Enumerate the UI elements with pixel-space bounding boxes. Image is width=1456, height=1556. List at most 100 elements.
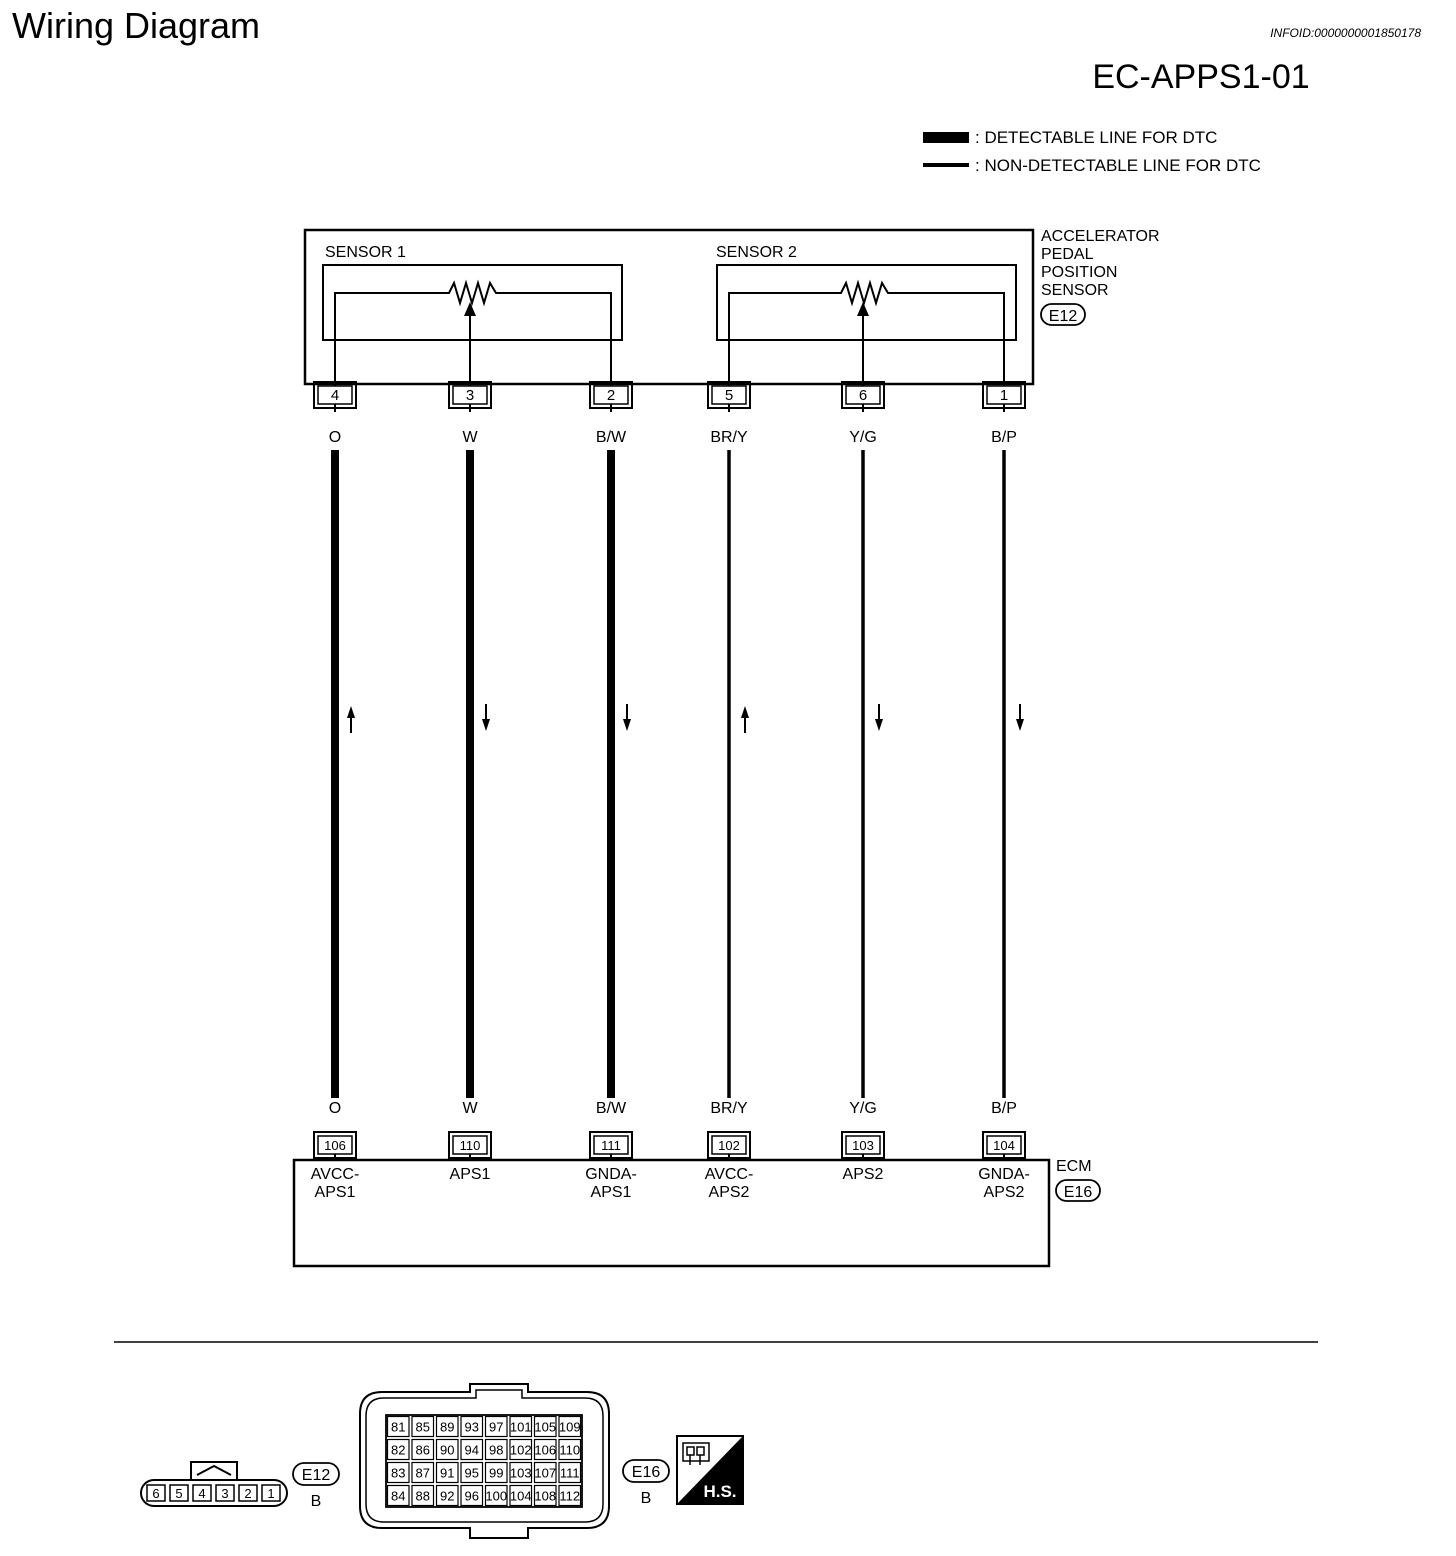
ecm-pin-terminal: 102 xyxy=(707,1131,751,1159)
ecm-pin-terminal-outer xyxy=(448,1131,492,1159)
e12-pin-number: 1 xyxy=(267,1486,274,1501)
sensor-1-box xyxy=(322,264,623,341)
sensor-1-wiper-arrow xyxy=(464,302,476,316)
sensor-name-line-3: POSITION xyxy=(1041,264,1117,281)
wire-color-top: O xyxy=(329,429,341,446)
e16-pin-number: 103 xyxy=(510,1466,532,1481)
legend-detectable: : DETECTABLE LINE FOR DTC xyxy=(975,128,1217,147)
page-title: Wiring Diagram xyxy=(12,5,260,46)
e16-pin-cell xyxy=(435,1484,459,1507)
e16-pin-number: 101 xyxy=(510,1420,532,1435)
e16-pin-cell xyxy=(509,1438,533,1461)
ecm-pin-terminal-outer xyxy=(841,1131,885,1159)
hs-badge-text: H.S. xyxy=(703,1482,736,1501)
e16-pin-number: 102 xyxy=(510,1443,532,1458)
e16-pin-number: 90 xyxy=(440,1443,454,1458)
harness-side-badge: H.S. xyxy=(676,1435,744,1505)
e12-pin-cell xyxy=(146,1484,166,1502)
ecm-signal-name: APS1 xyxy=(450,1166,491,1183)
e12-color-code: B xyxy=(311,1493,322,1510)
ecm-pin-terminal-outer xyxy=(982,1131,1026,1159)
e16-pin-cell xyxy=(386,1484,410,1507)
sensor-pin-terminal-inner xyxy=(317,385,353,405)
sensor-unit-name: ACCELERATOR PEDAL POSITION SENSOR xyxy=(1041,228,1160,299)
e12-pin-number: 3 xyxy=(221,1486,228,1501)
arrow-up-icon xyxy=(741,706,749,733)
sensor-pin-terminal-outer xyxy=(707,381,751,409)
e16-pin-cell xyxy=(435,1415,459,1438)
sensor-2: SENSOR 2 xyxy=(716,244,1017,398)
detectable-line-swatch xyxy=(923,132,969,143)
ecm-pin-terminal-number: 111 xyxy=(601,1138,621,1153)
e12-latch xyxy=(190,1461,238,1480)
e16-pin-grid-frame xyxy=(385,1414,583,1508)
e16-tag-label: E16 xyxy=(632,1464,661,1481)
e16-pin-cell xyxy=(386,1438,410,1461)
sensor-pin-terminal-number: 1 xyxy=(1000,387,1008,404)
sensor-pin-terminal-outer xyxy=(589,381,633,409)
e16-pin-number: 95 xyxy=(465,1466,479,1481)
e12-tag: E12 xyxy=(292,1462,340,1486)
e16-color-code: B xyxy=(641,1490,652,1507)
sensor-pin-terminal-number: 2 xyxy=(607,387,615,404)
e16-pin-number: 84 xyxy=(391,1489,405,1504)
hs-badge-dark-half xyxy=(677,1436,743,1504)
ecm-connector-tag: E16 xyxy=(1055,1179,1101,1202)
e12-pin-number: 2 xyxy=(244,1486,251,1501)
arrow-down-icon xyxy=(482,704,490,731)
ecm-pin-terminal-inner xyxy=(986,1135,1022,1155)
e16-pin-cell xyxy=(411,1438,435,1461)
sensor-pin-terminal: 1 xyxy=(982,381,1026,409)
e16-pin-number: 92 xyxy=(440,1489,454,1504)
ecm-signal-name: AVCC- xyxy=(311,1166,360,1183)
sensor-pin-terminal: 2 xyxy=(589,381,633,409)
ecm-signal-name: GNDA- xyxy=(978,1166,1030,1183)
e16-pin-number: 93 xyxy=(465,1420,479,1435)
e16-pin-number: 106 xyxy=(534,1443,556,1458)
sensor-pin-terminal-outer xyxy=(841,381,885,409)
e16-pin-number: 110 xyxy=(559,1443,580,1458)
e16-pin-number: 99 xyxy=(489,1466,503,1481)
sensor-name-line-2: PEDAL xyxy=(1041,246,1094,263)
non-detectable-line-swatch xyxy=(923,163,969,167)
sensor-2-box xyxy=(716,264,1017,341)
wire-color-top: Y/G xyxy=(849,429,877,446)
e16-pin-number: 100 xyxy=(485,1489,507,1504)
e16-housing-inner xyxy=(365,1389,604,1523)
e12-pin-cell xyxy=(192,1484,212,1502)
ecm-pin-terminal-number: 103 xyxy=(852,1138,874,1153)
e12-pin-cell xyxy=(215,1484,235,1502)
e16-pin-number: 109 xyxy=(559,1420,581,1435)
e16-pin-number: 107 xyxy=(534,1466,556,1481)
e16-pin-cell xyxy=(411,1415,435,1438)
arrow-down-icon xyxy=(1016,704,1024,731)
e16-pin-cell xyxy=(533,1484,557,1507)
e16-pin-number: 91 xyxy=(440,1466,454,1481)
ecm-signal-name: GNDA- xyxy=(585,1166,637,1183)
sensor-pin-terminal-inner xyxy=(845,385,881,405)
legend: : DETECTABLE LINE FOR DTC : NON-DETECTAB… xyxy=(923,128,1261,175)
e16-pin-number: 96 xyxy=(465,1489,479,1504)
sensor-pin-terminal: 6 xyxy=(841,381,885,409)
arrow-down-icon xyxy=(623,704,631,731)
e16-pin-cell xyxy=(533,1438,557,1461)
e16-pin-number: 98 xyxy=(489,1443,503,1458)
connector-tag-outline xyxy=(622,1459,670,1483)
ecm-signal-name-line-2: APS2 xyxy=(984,1184,1025,1201)
ecm-pin-terminal-inner xyxy=(711,1135,747,1155)
sensor-pin-terminal: 3 xyxy=(448,381,492,409)
e16-pin-number: 94 xyxy=(465,1443,479,1458)
e16-pin-cell xyxy=(509,1484,533,1507)
sensor-pin-terminal: 4 xyxy=(313,381,357,409)
connector-tag-outline xyxy=(1055,1179,1101,1202)
e12-pin-number: 4 xyxy=(198,1486,205,1501)
sensor-2-wiper-arrow xyxy=(857,302,869,316)
wires: 4106OOAVCC-APS13110WWAPS12111B/WB/WGNDA-… xyxy=(311,381,1030,1201)
wire-color-top: B/W xyxy=(596,429,627,446)
e16-pin-cell xyxy=(411,1461,435,1484)
sensor-2-label: SENSOR 2 xyxy=(716,244,797,261)
